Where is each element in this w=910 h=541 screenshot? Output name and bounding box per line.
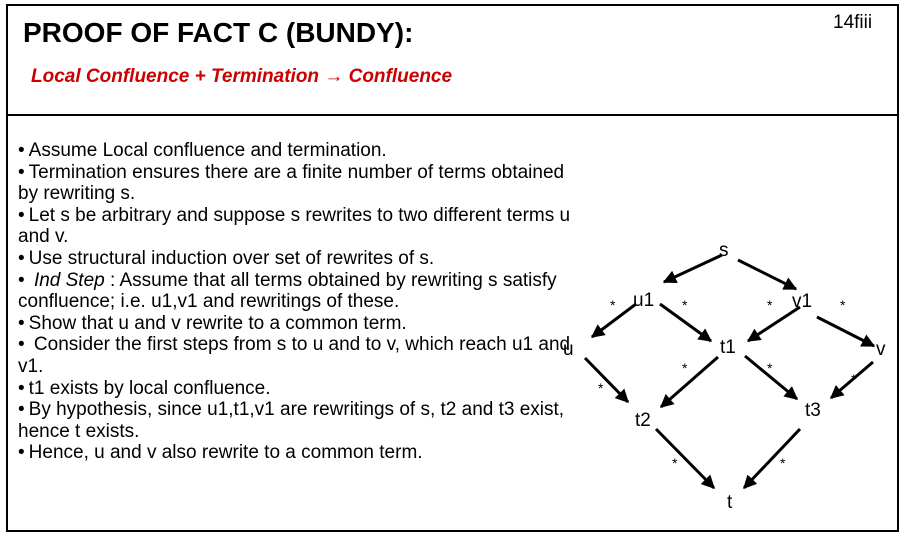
- bullet-item: •By hypothesis, since u1,t1,v1 are rewri…: [18, 399, 578, 442]
- star-t1-t3: *: [767, 360, 773, 376]
- star-v1-v: *: [840, 297, 846, 313]
- arrow-u1-u: [590, 302, 637, 339]
- bullet-icon: •: [18, 140, 25, 161]
- slide-frame: [6, 4, 899, 532]
- bullet-item: •Show that u and v rewrite to a common t…: [18, 313, 578, 335]
- arrow-t2-t: [654, 427, 716, 490]
- star-v-t3: *: [851, 371, 857, 387]
- arrow-v1-v: [816, 315, 876, 348]
- bullet-text: By hypothesis, since u1,t1,v1 are rewrit…: [18, 399, 565, 442]
- bullet-item: •Termination ensures there are a finite …: [18, 162, 578, 205]
- node-u: u: [563, 339, 574, 360]
- arrow-s-u1: [662, 253, 723, 284]
- star-u1-t1: *: [682, 297, 688, 313]
- star-u-t2: *: [598, 380, 604, 396]
- implies-arrow-icon: →: [324, 66, 344, 87]
- node-t2: t2: [635, 410, 651, 431]
- bullet-text: Consider the first steps from s to u and…: [18, 334, 571, 377]
- arrow-t3-t: [742, 427, 802, 490]
- arrow-v-t3: [829, 360, 874, 400]
- bullet-list: •Assume Local confluence and termination…: [18, 140, 578, 464]
- bullet-icon: •: [18, 161, 25, 183]
- bullet-text: Hence, u and v also rewrite to a common …: [28, 442, 423, 464]
- bullet-icon: •: [18, 269, 25, 291]
- node-t: t: [727, 492, 733, 513]
- bullet-icon: •: [18, 442, 25, 464]
- bullet-text: Show that u and v rewrite to a common te…: [28, 312, 407, 334]
- bullet-icon: •: [18, 377, 25, 399]
- star-v1-t1: *: [767, 297, 773, 313]
- bullet-item: • Ind Step : Assume that all terms obtai…: [18, 270, 578, 313]
- slide-number: 14fiii: [833, 12, 873, 33]
- bullet-item: •Use structural induction over set of re…: [18, 248, 578, 270]
- bullet-item: •Hence, u and v also rewrite to a common…: [18, 442, 578, 464]
- bullet-icon: •: [18, 204, 25, 226]
- bullet-icon: •: [18, 312, 25, 334]
- bullet-lead-italic: Ind Step: [33, 269, 105, 291]
- bullet-text: : Assume that all terms obtained by rewr…: [18, 269, 557, 313]
- arrow-v1-t1: [746, 305, 801, 343]
- arrow-u1-t1: [659, 302, 713, 343]
- star-t2-t: *: [672, 455, 678, 471]
- subtitle-premise: Local Confluence + Termination: [31, 66, 320, 87]
- arrow-t1-t2: [659, 355, 719, 409]
- node-s: s: [719, 240, 729, 261]
- subtitle-conclusion: Confluence: [348, 66, 453, 87]
- bullet-icon: •: [18, 399, 25, 421]
- star-t1-t2: *: [682, 360, 688, 376]
- bullet-text: Let s be arbitrary and suppose s rewrite…: [18, 204, 571, 248]
- bullet-item: •t1 exists by local confluence.: [18, 378, 578, 400]
- bullet-icon: •: [18, 247, 25, 269]
- arrow-u-t2: [583, 356, 630, 404]
- arrow-t1-t3: [744, 354, 799, 401]
- bullet-text: Use structural induction over set of rew…: [28, 247, 435, 269]
- arrow-s-v1: [737, 258, 798, 291]
- node-t1: t1: [720, 337, 736, 358]
- star-u1-u: *: [610, 297, 616, 313]
- bullet-text: Termination ensures there are a finite n…: [18, 161, 565, 205]
- star-t3-t: *: [780, 455, 786, 471]
- header-divider: [8, 114, 897, 116]
- bullet-text: Assume Local confluence and termination.: [28, 140, 387, 161]
- node-v1: v1: [792, 291, 812, 312]
- slide-subtitle: Local Confluence + Termination → Conflue…: [31, 66, 452, 88]
- node-v: v: [876, 339, 886, 360]
- bullet-item: • Consider the first steps from s to u a…: [18, 334, 578, 377]
- bullet-item: •Assume Local confluence and termination…: [18, 140, 578, 162]
- slide-title: PROOF OF FACT C (BUNDY):: [23, 17, 414, 48]
- bullet-icon: •: [18, 334, 25, 356]
- bullet-item: •Let s be arbitrary and suppose s rewrit…: [18, 205, 578, 248]
- bullet-text: t1 exists by local confluence.: [28, 377, 271, 399]
- node-t3: t3: [805, 400, 821, 421]
- node-u1: u1: [633, 290, 654, 311]
